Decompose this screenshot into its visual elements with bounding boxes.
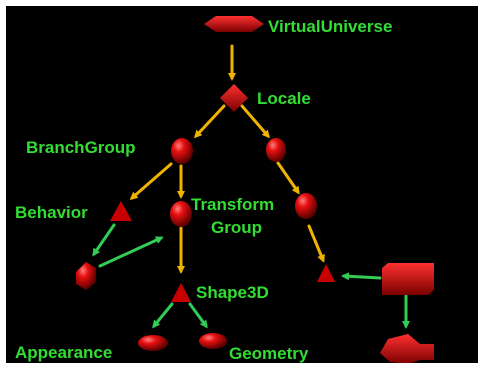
bottom-shape-node bbox=[380, 334, 434, 363]
behavior-target-node bbox=[76, 262, 96, 290]
appearance-label: Appearance bbox=[15, 343, 113, 362]
transformgroup-label-line2: Group bbox=[211, 218, 262, 237]
right-leaf-node bbox=[317, 264, 335, 282]
arrow-leaf-transformgroup bbox=[98, 236, 164, 268]
scene-graph-canvas: VirtualUniverse Locale BranchGroup Behav… bbox=[6, 6, 478, 363]
transformgroup-label-line1: Transform bbox=[191, 195, 275, 214]
branchgroup-label: BranchGroup bbox=[26, 138, 136, 157]
shape3d-label: Shape3D bbox=[196, 283, 269, 302]
arrow-shape3d-geometry bbox=[188, 302, 208, 329]
geometry-label: Geometry bbox=[229, 344, 309, 363]
shape3d-node bbox=[171, 283, 191, 302]
scene-graph-svg bbox=[76, 16, 434, 363]
appearance-node bbox=[138, 335, 168, 351]
locale-node bbox=[220, 84, 248, 112]
arrow-behavior-leaf bbox=[92, 223, 116, 257]
arrow-shape3d-appearance bbox=[152, 302, 174, 329]
right-branch-node bbox=[266, 138, 286, 162]
arrow-branchgroup-behavior bbox=[129, 162, 173, 200]
arrow-locale-rightbranch bbox=[240, 104, 270, 139]
locale-label: Locale bbox=[257, 89, 311, 108]
arrow-box-leaf bbox=[341, 272, 382, 281]
geometry-node bbox=[199, 333, 227, 349]
behavior-node bbox=[110, 201, 132, 221]
virtual-universe-label: VirtualUniverse bbox=[268, 17, 393, 36]
right-group-node bbox=[295, 193, 317, 219]
arrow-locale-branchgroup bbox=[193, 104, 226, 139]
branchgroup-node bbox=[171, 138, 193, 164]
arrow-rightbranch-rightgroup bbox=[276, 161, 300, 195]
virtual-universe-node bbox=[204, 16, 264, 32]
transformgroup-node bbox=[170, 201, 192, 227]
node-component-box bbox=[382, 263, 434, 295]
arrow-rightgroup-leaf bbox=[307, 224, 325, 263]
behavior-label: Behavior bbox=[15, 203, 88, 222]
